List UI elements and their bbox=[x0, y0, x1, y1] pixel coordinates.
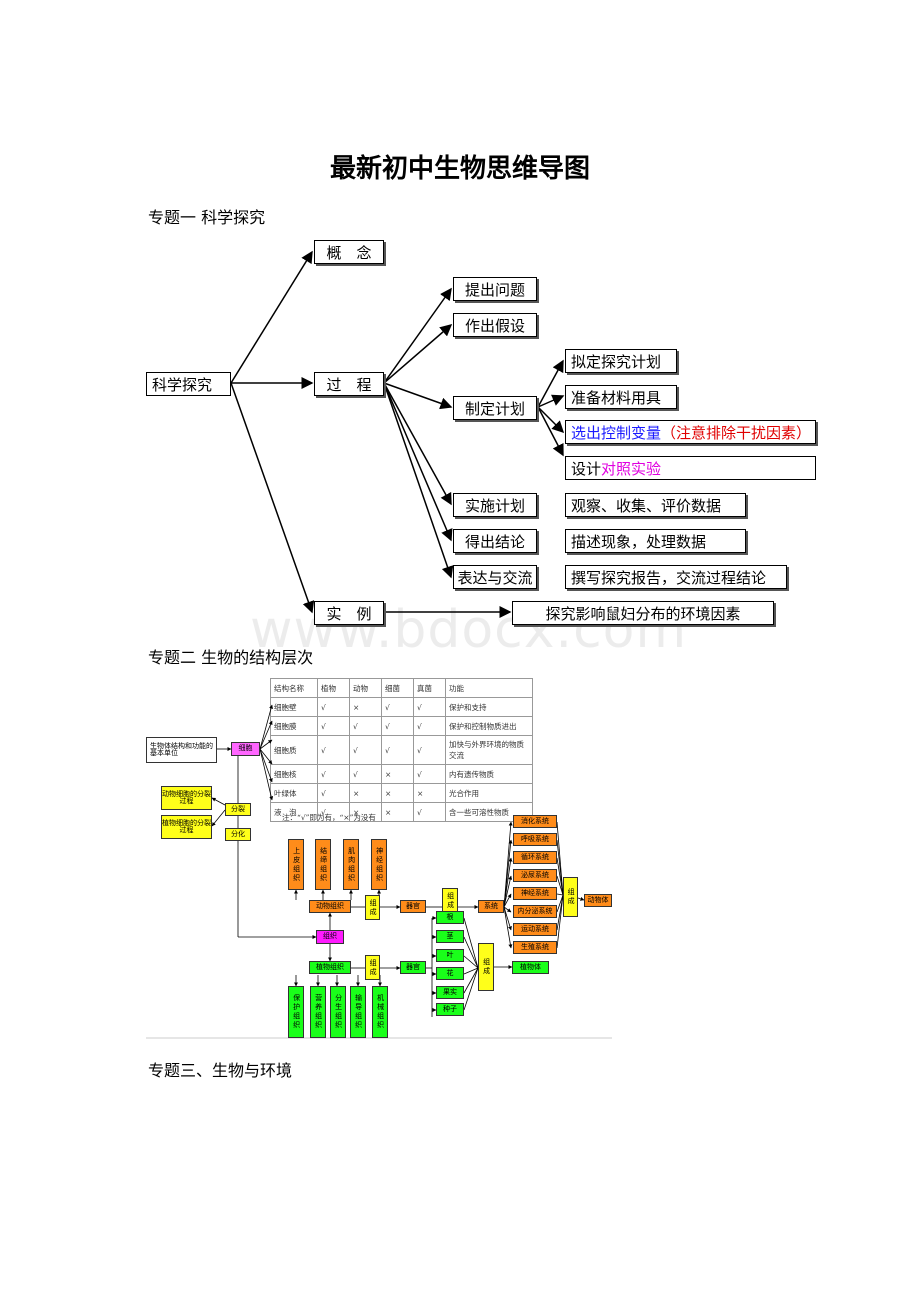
mindmap-arrows bbox=[230, 250, 565, 618]
plan-item-variable: 选出控制变量（注意排除干扰因素） bbox=[565, 420, 816, 444]
system-reproductive: 生殖系统 bbox=[513, 941, 557, 954]
animal-tissue-epithelial: 上皮组织 bbox=[288, 839, 304, 890]
cell: 液 泡 bbox=[270, 802, 318, 822]
animal-division-node: 动物细胞的分裂过程 bbox=[161, 786, 212, 810]
step-conclude: 得出结论 bbox=[453, 529, 537, 553]
system-circulatory: 循环系统 bbox=[513, 851, 557, 864]
plant-tissue-protective: 保护组织 bbox=[288, 986, 304, 1038]
cell: √ bbox=[317, 802, 350, 822]
system-nervous: 神经系统 bbox=[513, 887, 557, 900]
detail-report: 撰写探究报告，交流过程结论 bbox=[565, 565, 787, 589]
differentiate-node: 分化 bbox=[225, 828, 251, 841]
cell-structure-table: 结构名称 植物 动物 细菌 真菌 功能 细胞壁√×√√保护和支持 细胞膜√√√√… bbox=[270, 678, 533, 822]
detail-describe: 描述现象，处理数据 bbox=[565, 529, 746, 553]
compose-node-p2: 组成 bbox=[478, 943, 494, 991]
system-endocrine: 内分泌系统 bbox=[513, 905, 557, 918]
system-motor: 运动系统 bbox=[513, 923, 557, 936]
cell: √ bbox=[317, 735, 350, 765]
control-text: 对照实验 bbox=[601, 459, 662, 478]
plant-body-node: 植物体 bbox=[512, 961, 549, 974]
tissue-node: 组织 bbox=[316, 930, 344, 944]
unit-label: 生物体结构和功能的基本单位 bbox=[146, 737, 217, 763]
plant-organ-seed: 种子 bbox=[436, 1003, 464, 1016]
root-node: 科学探究 bbox=[146, 372, 231, 396]
plant-tissue-meristem: 分生组织 bbox=[330, 986, 346, 1038]
plan-item-materials: 准备材料用具 bbox=[565, 385, 677, 409]
plant-organ-node: 器官 bbox=[400, 961, 426, 974]
plant-tissue-nutrient: 营养组织 bbox=[310, 986, 326, 1038]
page-title: 最新初中生物思维导图 bbox=[329, 154, 590, 184]
cell: 加快与外界环境的物质交流 bbox=[445, 735, 533, 765]
plant-organ-fruit: 果实 bbox=[436, 986, 464, 999]
plant-organ-leaf: 叶 bbox=[436, 949, 464, 962]
table-row: 液 泡√××√含一些可溶性物质 bbox=[270, 802, 533, 822]
variable-note: （注意排除干扰因素） bbox=[661, 423, 812, 442]
table-row: 细胞核√√×√内有遗传物质 bbox=[270, 764, 533, 784]
system-digestive: 消化系统 bbox=[513, 815, 557, 828]
animal-tissue-connective: 结缔组织 bbox=[315, 839, 331, 890]
step-communicate: 表达与交流 bbox=[453, 565, 537, 589]
split-node: 分裂 bbox=[225, 803, 251, 816]
example-detail: 探究影响鼠妇分布的环境因素 bbox=[512, 601, 774, 625]
plan-item-control: 设计对照实验 bbox=[565, 456, 816, 480]
detail-data: 观察、收集、评价数据 bbox=[565, 493, 746, 517]
animal-tissue-nerve: 神经组织 bbox=[371, 839, 387, 890]
section3-heading: 专题三、生物与环境 bbox=[148, 1061, 293, 1080]
animal-tissue-node: 动物组织 bbox=[309, 900, 351, 913]
plant-organ-stem: 茎 bbox=[436, 930, 464, 943]
system-respiratory: 呼吸系统 bbox=[513, 833, 557, 846]
variable-text: 选出控制变量 bbox=[571, 423, 662, 442]
plan-item-draft: 拟定探究计划 bbox=[565, 349, 677, 373]
step-hypothesis: 作出假设 bbox=[453, 313, 537, 337]
section2-heading: 专题二 生物的结构层次 bbox=[148, 648, 314, 667]
plant-tissue-conductive: 输导组织 bbox=[350, 986, 366, 1038]
plant-division-node: 植物细胞的分裂过程 bbox=[161, 815, 212, 839]
compose-node-a1: 组成 bbox=[365, 895, 380, 920]
plant-organ-flower: 花 bbox=[436, 967, 464, 980]
control-prefix: 设计 bbox=[571, 459, 602, 478]
concept-node: 概 念 bbox=[314, 240, 384, 264]
plant-tissue-node: 植物组织 bbox=[309, 961, 351, 974]
process-node: 过 程 bbox=[314, 372, 384, 396]
animal-tissue-muscle: 肌肉组织 bbox=[343, 839, 359, 890]
table-note: 注：“√”即为有，“×”为没有 bbox=[282, 813, 376, 822]
cell: 含一些可溶性物质 bbox=[445, 802, 533, 822]
compose-node-a2: 组成 bbox=[442, 888, 458, 913]
cell: 细胞质 bbox=[270, 735, 318, 765]
animal-organ-node: 器官 bbox=[400, 900, 426, 913]
structure-lines bbox=[146, 704, 612, 1039]
plant-organ-root: 根 bbox=[436, 911, 464, 924]
step-implement: 实施计划 bbox=[453, 493, 537, 517]
compose-node-a3: 组成 bbox=[563, 877, 578, 917]
compose-node-p1: 组成 bbox=[365, 955, 380, 980]
animal-body-node: 动物体 bbox=[584, 894, 612, 907]
section1-heading: 专题一 科学探究 bbox=[148, 208, 266, 227]
animal-system-node: 系统 bbox=[478, 900, 504, 913]
plant-tissue-mechanical: 机械组织 bbox=[372, 986, 388, 1038]
example-node: 实 例 bbox=[314, 601, 384, 625]
cell-node: 细胞 bbox=[231, 742, 260, 756]
table-row: 细胞壁√×√√保护和支持 bbox=[270, 697, 533, 717]
system-urinary: 泌尿系统 bbox=[513, 869, 557, 882]
step-plan: 制定计划 bbox=[453, 396, 537, 420]
step-question: 提出问题 bbox=[453, 277, 537, 301]
